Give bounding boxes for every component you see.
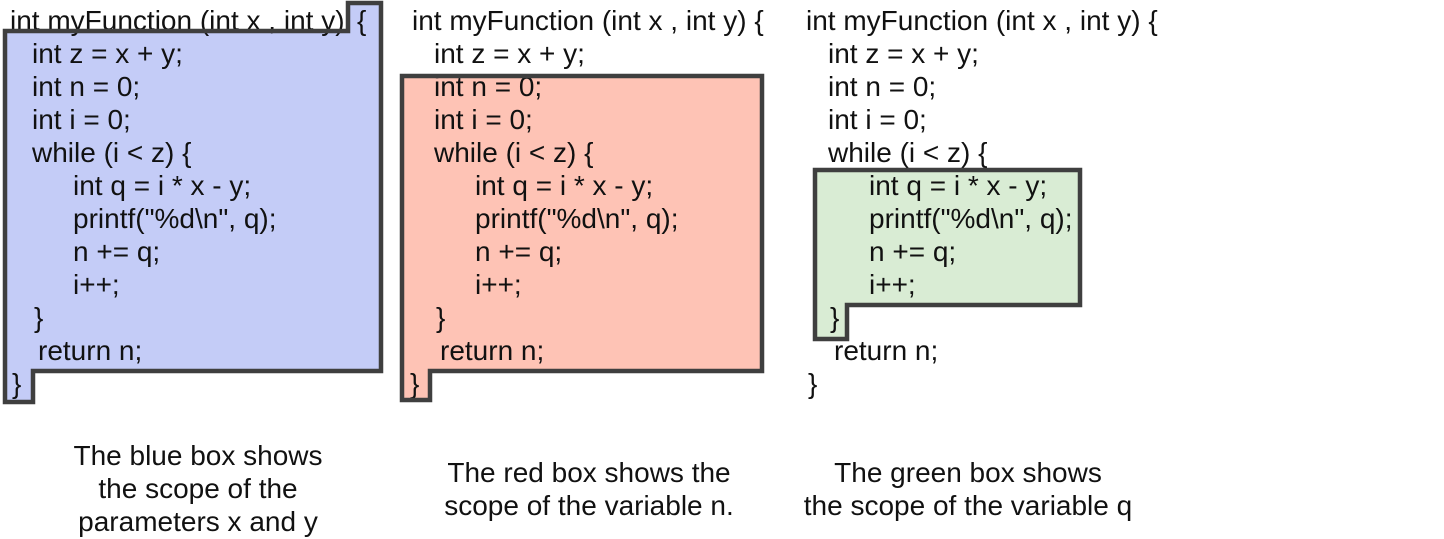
caption-line: parameters x and y bbox=[78, 506, 318, 537]
caption-green: The green box shows the scope of the var… bbox=[768, 456, 1168, 522]
code-line: while (i < z) { bbox=[828, 137, 988, 168]
code-line: } bbox=[34, 302, 44, 333]
caption-line: The blue box shows bbox=[73, 440, 323, 471]
caption-line: The red box shows the bbox=[447, 457, 731, 488]
code-line: } bbox=[436, 302, 446, 333]
code-line: } bbox=[808, 368, 818, 399]
code-line: i++; bbox=[73, 269, 120, 300]
caption-line: the scope of the bbox=[98, 473, 298, 504]
code-line: int n = 0; bbox=[32, 71, 141, 102]
code-line: printf("%d\n", q); bbox=[73, 203, 277, 234]
caption-blue: The blue box shows the scope of the para… bbox=[0, 439, 398, 538]
code-line: } bbox=[410, 368, 420, 399]
code-line: n += q; bbox=[869, 236, 957, 267]
code-line-open-brace: { bbox=[357, 5, 367, 36]
code-line: int z = x + y; bbox=[32, 38, 183, 69]
code-line: int i = 0; bbox=[828, 104, 927, 135]
code-line: } bbox=[12, 368, 22, 399]
code-line: int i = 0; bbox=[434, 104, 533, 135]
code-line: int i = 0; bbox=[32, 104, 131, 135]
code-line: int myFunction (int x , int y) bbox=[10, 5, 345, 36]
code-line: int q = i * x - y; bbox=[73, 170, 252, 201]
code-line: return n; bbox=[38, 335, 143, 366]
code-line: int myFunction (int x , int y) { bbox=[806, 5, 1158, 36]
code-line: printf("%d\n", q); bbox=[475, 203, 679, 234]
code-line: n += q; bbox=[73, 236, 161, 267]
code-line: int z = x + y; bbox=[434, 38, 585, 69]
code-line: i++; bbox=[475, 269, 522, 300]
code-line: int n = 0; bbox=[828, 71, 937, 102]
caption-red: The red box shows the scope of the varia… bbox=[389, 456, 789, 522]
code-line: while (i < z) { bbox=[434, 137, 594, 168]
code-line: int q = i * x - y; bbox=[869, 170, 1048, 201]
code-line: printf("%d\n", q); bbox=[869, 203, 1073, 234]
code-line: while (i < z) { bbox=[32, 137, 192, 168]
caption-line: the scope of the variable q bbox=[803, 490, 1133, 521]
code-line: } bbox=[830, 302, 840, 333]
code-line: return n; bbox=[440, 335, 545, 366]
code-line: int z = x + y; bbox=[828, 38, 979, 69]
code-line: return n; bbox=[834, 335, 939, 366]
code-line: n += q; bbox=[475, 236, 563, 267]
caption-line: scope of the variable n. bbox=[444, 490, 734, 521]
code-line: int n = 0; bbox=[434, 71, 543, 102]
code-line: int q = i * x - y; bbox=[475, 170, 654, 201]
caption-line: The green box shows bbox=[834, 457, 1102, 488]
code-line: int myFunction (int x , int y) { bbox=[412, 5, 764, 36]
code-line: i++; bbox=[869, 269, 916, 300]
